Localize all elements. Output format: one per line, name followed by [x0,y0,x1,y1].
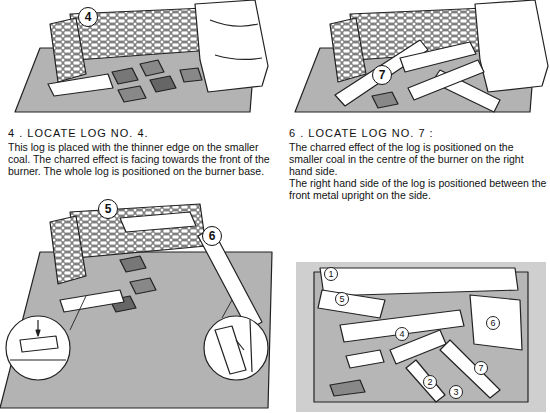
panel-log-4-part [195,0,268,92]
panel-log-5-6-part [130,278,156,294]
panel-log-4-part [210,20,262,59]
callout-number: 7 [372,65,392,85]
panel-log-4-part [180,68,202,82]
callout-number: 5 [335,292,349,306]
panel-overview-part [296,262,546,412]
callout-number: 3 [449,385,463,399]
panel-log-7-part [330,18,366,82]
panel-log-5-6-part [204,316,268,380]
panel-log-4-part [50,18,86,82]
panel-overview [296,262,546,412]
callout-number: 2 [423,375,437,389]
callout-number: 1 [324,267,338,281]
step-heading: 4 . LOCATE LOG NO. 4. [8,127,149,140]
panel-log-4-part [118,86,146,102]
panel-log-5-6-part [60,290,124,312]
panel-overview-part [440,340,500,398]
step-text: The right hand side of the log is positi… [289,177,547,201]
panel-log-4-part [48,74,113,96]
panel-overview-part [320,268,518,296]
callout-number: 4 [78,7,98,27]
panel-log-7 [295,0,548,112]
panel-overview-part [340,310,464,342]
panel-log-5-6-part [50,216,86,284]
panel-log-5-6-part [6,316,70,380]
panel-log-4 [15,0,268,112]
panel-overview-part [318,290,385,318]
panel-log-4-part [112,68,138,84]
panel-log-7-part [372,92,398,108]
panel-log-5-6 [0,204,272,408]
panel-log-5-6-part [222,300,232,318]
panel-overview-part [406,360,445,402]
panel-log-5-6-part [120,212,196,232]
panel-log-5-6-part [10,320,66,360]
callout-number: 5 [98,199,118,219]
panel-log-5-6-part [36,330,40,336]
panel-log-5-6-part [70,204,206,258]
panel-overview-part [470,295,522,350]
panel-log-7-part [408,60,484,100]
panel-log-4-part [70,8,212,60]
panel-overview-part [330,380,365,396]
step-text: The charred effect of the log is positio… [289,141,547,177]
panel-log-7-part [475,0,548,92]
panel-log-5-6-part [215,320,252,374]
callout-number: 4 [395,327,409,341]
panel-log-5-6-part [120,256,146,272]
panel-overview-part [346,350,384,368]
callout-number: 6 [202,226,222,246]
callout-number: 6 [486,316,500,330]
step-heading: 6 . LOCATE LOG NO. 7 : [289,127,434,140]
callout-number: 7 [474,361,488,375]
panel-log-4-part [140,60,164,76]
panel-log-5-6-part [70,296,86,330]
panel-log-5-6-part [236,340,244,350]
step-text: This log is placed with the thinner edge… [8,141,276,177]
panel-log-4-part [150,76,176,92]
